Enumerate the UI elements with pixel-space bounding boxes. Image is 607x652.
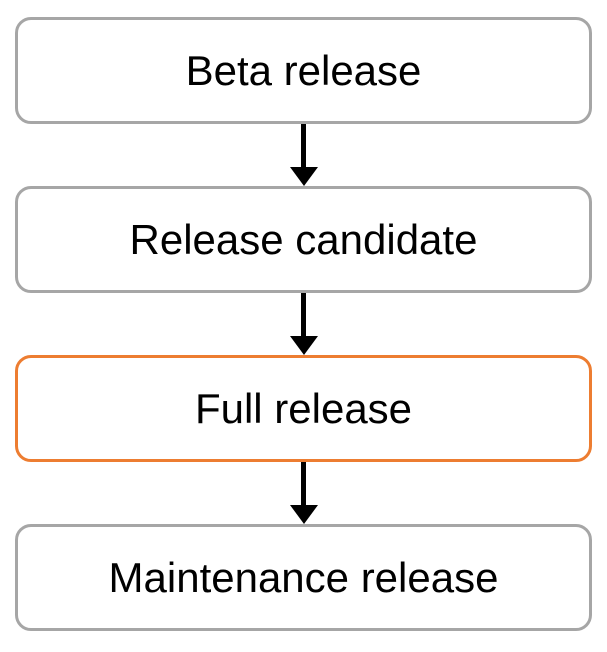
node-release-candidate-label: Release candidate (129, 215, 478, 263)
node-beta-release-label: Beta release (185, 46, 422, 94)
arrow-shaft (301, 293, 306, 336)
node-full-release-label: Full release (194, 384, 413, 432)
arrow-shaft (301, 124, 306, 167)
arrow-head (289, 167, 318, 186)
arrow-down-icon (289, 462, 318, 524)
node-maintenance-release-label: Maintenance release (108, 553, 499, 601)
node-release-candidate: Release candidate (15, 186, 592, 293)
node-beta-release: Beta release (15, 17, 592, 124)
arrow-head (289, 336, 318, 355)
arrow-down-icon (289, 124, 318, 186)
arrow-head (289, 505, 318, 524)
node-maintenance-release: Maintenance release (15, 524, 592, 631)
node-full-release: Full release (15, 355, 592, 462)
arrow-shaft (301, 462, 306, 505)
arrow-down-icon (289, 293, 318, 355)
